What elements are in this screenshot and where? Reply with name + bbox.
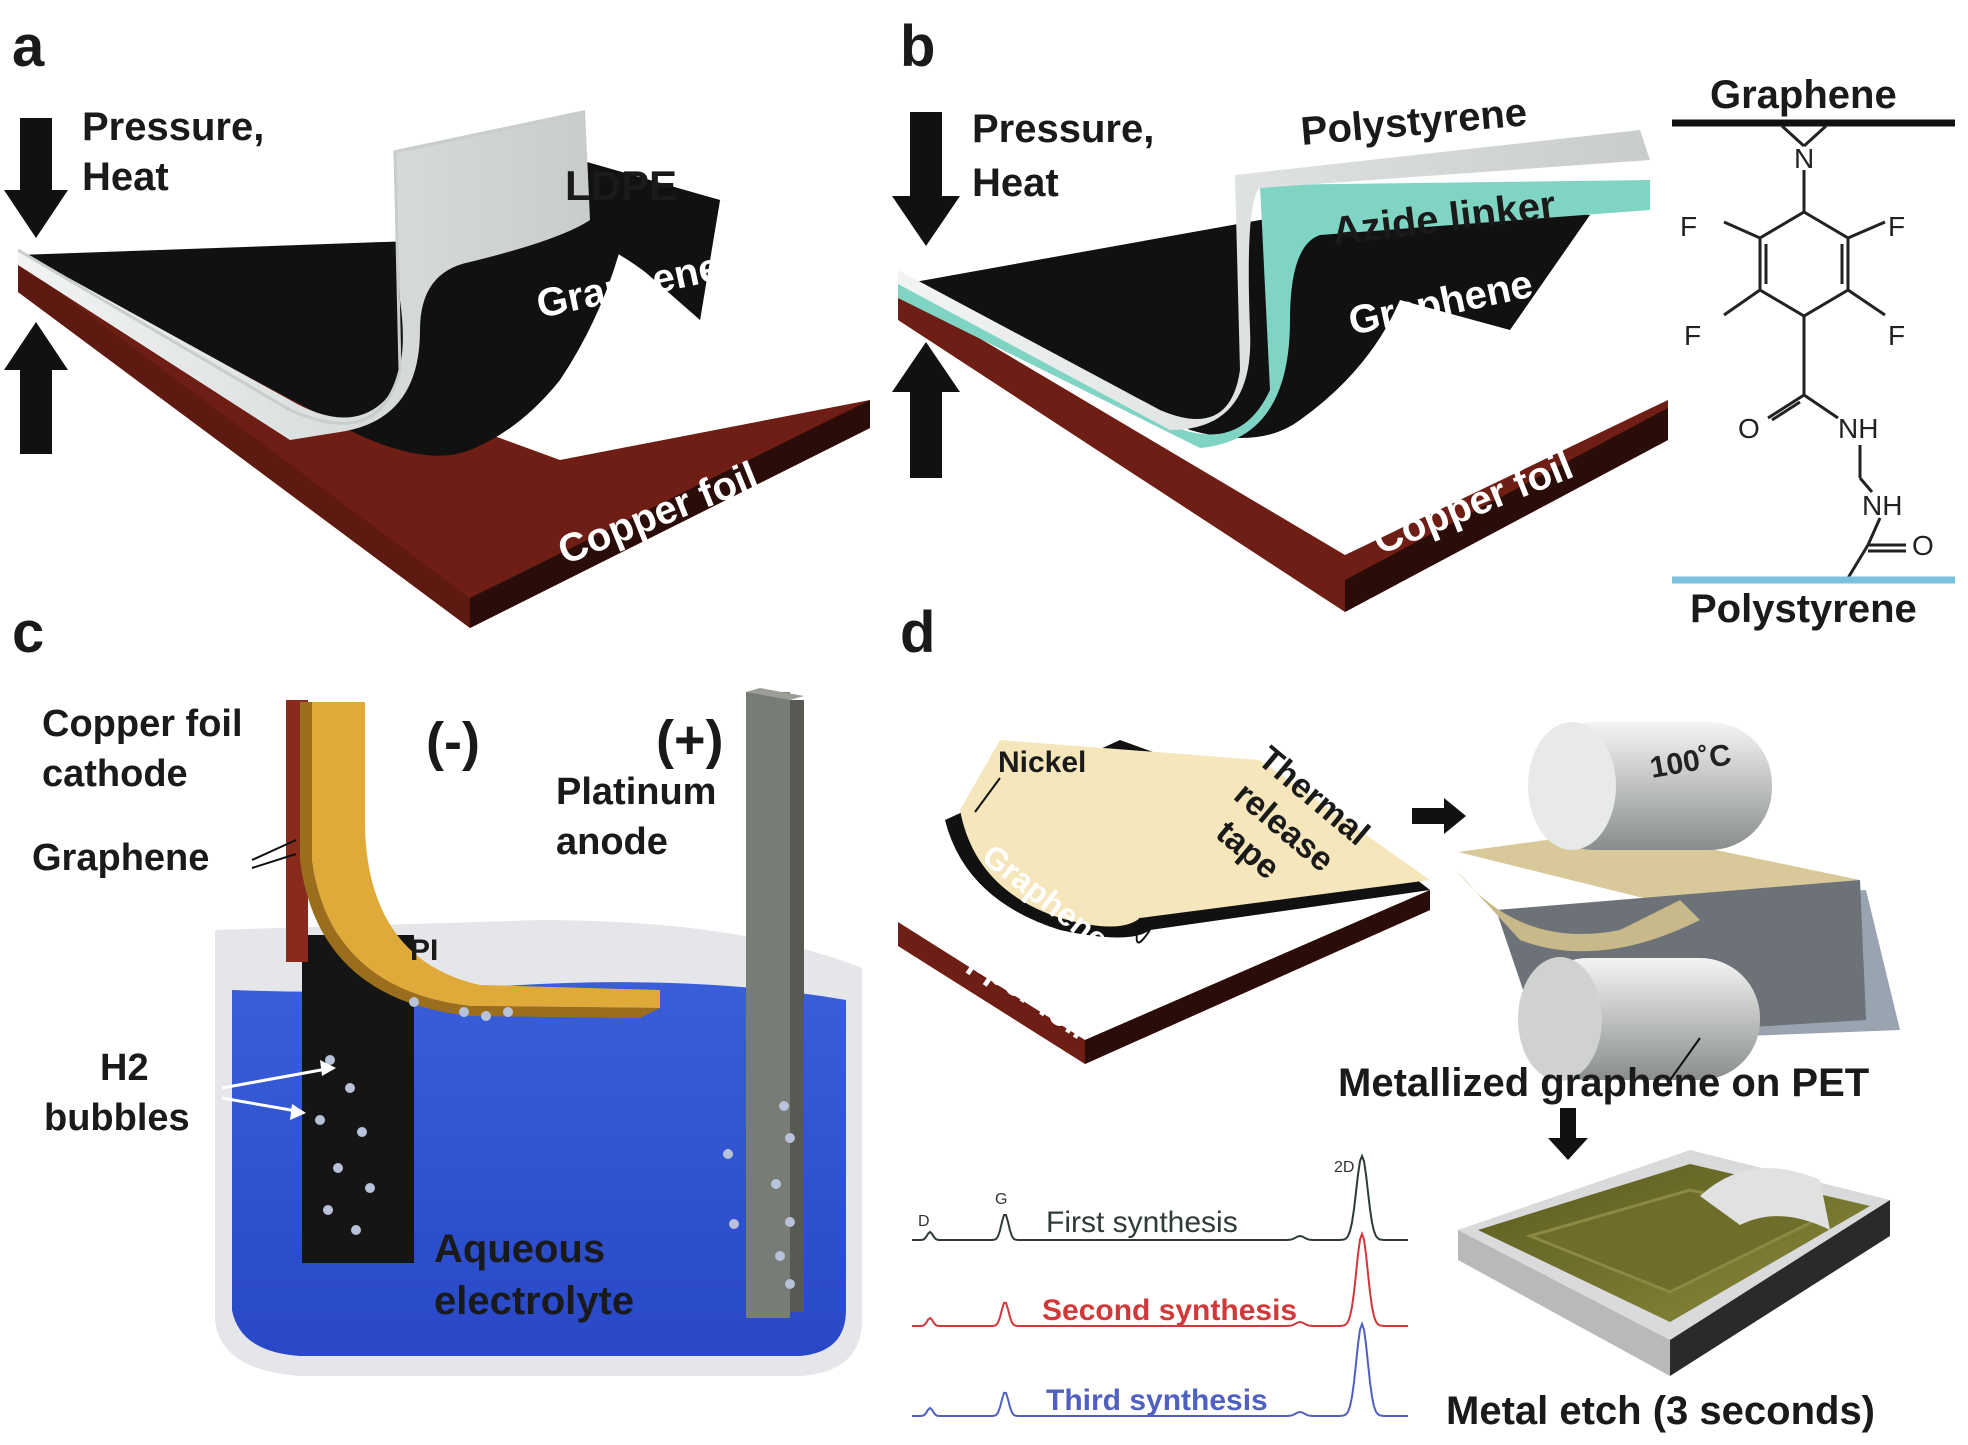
ldpe-film: [18, 110, 590, 440]
chem-atom-f: F: [1888, 320, 1905, 351]
chem-atom-o: O: [1912, 530, 1934, 561]
nickel-pointer-line: [974, 777, 1001, 813]
label-cathode: cathode: [42, 753, 188, 795]
panel-c: c: [12, 600, 862, 1376]
label-aqueous: Aqueous: [434, 1227, 605, 1271]
panel-a: a Pressure, Heat LDPE Graphene Copper fo…: [4, 14, 870, 628]
chem-atom-f: F: [1680, 211, 1697, 242]
raman-peak-g: G: [995, 1191, 1007, 1208]
panel-d: d Nickel Thermal release tape Graphene C…: [898, 600, 1900, 1433]
label-pressure-b: Pressure,: [972, 107, 1154, 151]
graphene-pointer-line: [251, 853, 297, 869]
chem-atom-n: N: [1794, 143, 1814, 174]
raman-peak-d: D: [918, 1213, 930, 1230]
thermal-release-tape: [960, 740, 1430, 927]
label-metallized: Metallized graphene on PET: [1338, 1061, 1869, 1105]
chem-label-polystyrene: Polystyrene: [1690, 587, 1917, 631]
label-platinum: Platinum: [556, 771, 716, 813]
label-second-synthesis: Second synthesis: [1042, 1294, 1297, 1327]
label-graphene-c: Graphene: [32, 837, 209, 879]
label-plus: (+): [656, 710, 724, 770]
panel-letter-a: a: [12, 14, 45, 79]
label-bubbles: bubbles: [44, 1097, 190, 1139]
label-metal-etch: Metal etch (3 seconds): [1446, 1389, 1875, 1433]
label-heat-a: Heat: [82, 155, 169, 199]
roller-press: [1456, 722, 1900, 1081]
tape-stack: [898, 740, 1430, 1064]
panel-letter-d: d: [900, 600, 935, 665]
pi-film: [312, 702, 660, 1008]
pet-pointer-line: [1669, 1037, 1701, 1081]
raman-peak-2d: 2D: [1334, 1159, 1354, 1176]
chem-atom-nh: NH: [1862, 490, 1902, 521]
label-electrolyte: electrolyte: [434, 1279, 634, 1323]
label-ldpe: LDPE: [565, 162, 677, 209]
azide-linker-structure: [1672, 119, 1955, 584]
up-arrow-icon: [4, 322, 68, 454]
right-arrow-icon: [1412, 798, 1466, 834]
chem-label-graphene: Graphene: [1710, 73, 1897, 117]
spectrum-third: [912, 1321, 1408, 1417]
label-copper-foil-c: Copper foil: [42, 703, 243, 745]
label-anode: anode: [556, 821, 668, 863]
chem-atom-o: O: [1738, 413, 1760, 444]
down-arrow-icon: [1548, 1108, 1588, 1160]
panel-letter-b: b: [900, 14, 935, 79]
label-third-synthesis: Third synthesis: [1046, 1384, 1268, 1417]
panel-letter-c: c: [12, 600, 44, 665]
raman-spectra: [912, 1153, 1408, 1417]
label-heat-b: Heat: [972, 161, 1059, 205]
down-arrow-icon: [4, 118, 68, 238]
down-arrow-icon: [892, 112, 960, 246]
graphene-sheet-a: [18, 170, 728, 456]
graphene-pointer-line: [251, 839, 297, 861]
label-minus: (-): [426, 712, 480, 772]
bubble-arrow-icon: [221, 1060, 336, 1120]
up-arrow-icon: [892, 342, 960, 478]
spectrum-first: [912, 1153, 1408, 1241]
panel-b: b Pressure, Heat Polystyrene Azide linke…: [892, 14, 1955, 631]
copper-foil-b: [898, 290, 1668, 612]
chem-atom-f: F: [1684, 320, 1701, 351]
spectrum-second: [912, 1231, 1408, 1327]
label-pi: PI: [410, 934, 438, 967]
label-first-synthesis: First synthesis: [1046, 1206, 1238, 1239]
label-polystyrene-b: Polystyrene: [1299, 90, 1529, 154]
h2-bubbles: [315, 997, 795, 1289]
platinum-anode: [746, 688, 804, 1318]
label-pressure-a: Pressure,: [82, 105, 264, 149]
chem-atom-nh: NH: [1838, 413, 1878, 444]
polystyrene-film: [898, 130, 1650, 430]
chem-atom-f: F: [1888, 211, 1905, 242]
etch-tray: [1458, 1150, 1890, 1376]
label-nickel: Nickel: [998, 746, 1086, 779]
label-h2: H2: [100, 1047, 149, 1089]
